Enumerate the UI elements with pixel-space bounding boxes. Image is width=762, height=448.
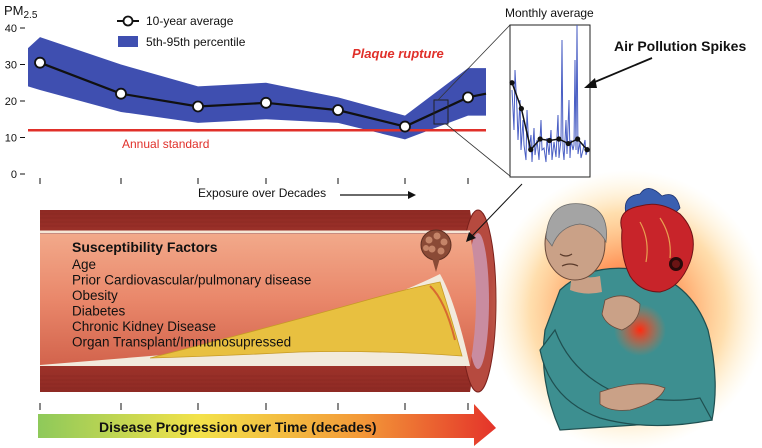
rupture-crack <box>429 285 456 341</box>
rupture-arrow <box>471 183 523 237</box>
average-point <box>192 100 204 113</box>
y-axis-label: PM2.5 <box>4 3 38 21</box>
x-arrow-head-icon <box>408 191 416 199</box>
y-axis: 0 10 20 30 40 <box>5 23 25 181</box>
annual-standard-label: Annual standard <box>122 137 209 151</box>
legend-band-swatch <box>118 36 138 47</box>
legend-label-percentile: 5th-95th percentile <box>146 35 246 49</box>
artery-wall-texture <box>40 213 470 389</box>
monthly-inset: Monthly average <box>505 6 594 178</box>
inset-point <box>528 147 534 153</box>
timeline-label: Disease Progression over Time (decades) <box>99 419 377 435</box>
spikes-arrow-head-icon <box>584 78 597 88</box>
arm <box>539 328 713 427</box>
x-axis <box>39 178 469 184</box>
legend-label-average: 10-year average <box>146 14 234 28</box>
susceptibility-factor: Diabetes <box>72 304 126 319</box>
mouth <box>561 263 579 267</box>
plaque-core <box>149 281 463 359</box>
y-tick-label: 40 <box>5 23 17 35</box>
hand-lower <box>599 383 666 411</box>
timeline-ticks <box>39 403 469 410</box>
inset-point <box>518 106 524 112</box>
inset-point <box>556 136 562 142</box>
y-tick-label: 10 <box>5 133 17 145</box>
heart-icon <box>620 188 694 293</box>
inset-point <box>584 147 590 153</box>
susceptibility-heading: Susceptibility Factors <box>72 239 218 255</box>
y-tick-label: 30 <box>5 60 17 72</box>
hand-chest <box>601 295 641 331</box>
susceptibility-factor: Obesity <box>72 288 118 303</box>
clot-icon <box>420 229 452 272</box>
legend-marker-icon <box>122 15 134 27</box>
inset-point <box>565 140 571 147</box>
plaque-rupture-annotation: Plaque rupture <box>352 46 444 61</box>
y-tick-label: 0 <box>11 169 17 181</box>
rupture-arrow-head-icon <box>466 232 476 242</box>
timeline: Disease Progression over Time (decades) <box>38 403 496 446</box>
inset-average-points <box>509 80 590 153</box>
average-point <box>332 104 344 117</box>
susceptibility-factor: Organ Transplant/Immunosupressed <box>72 335 291 350</box>
inset-point <box>509 80 515 86</box>
eyes <box>559 253 573 257</box>
average-point <box>260 96 272 109</box>
spikes-arrow <box>589 57 653 85</box>
inset-point <box>575 136 581 142</box>
inset-noise-trace <box>511 24 590 163</box>
zoom-connector-top <box>437 24 511 101</box>
average-line <box>39 61 487 128</box>
susceptibility-factor: Age <box>72 257 96 272</box>
percentile-band <box>28 37 486 140</box>
average-point <box>34 56 46 69</box>
legend: 10-year average 5th-95th percentile <box>117 14 246 49</box>
zoom-box <box>433 99 449 125</box>
average-point <box>115 87 127 100</box>
timeline-arrow <box>38 404 496 446</box>
susceptibility-factor: Chronic Kidney Disease <box>72 319 216 334</box>
average-point <box>399 120 411 133</box>
zoom-connector-bottom <box>445 123 511 177</box>
inset-point <box>546 137 553 144</box>
y-tick-label: 20 <box>5 96 17 108</box>
pm25-chart: PM2.5 0 10 20 30 40 Annual standard Plaque r… <box>4 3 511 200</box>
average-points <box>34 56 474 133</box>
hair <box>545 203 607 247</box>
susceptibility-factor: Prior Cardiovascular/pulmonary disease <box>72 273 311 288</box>
air-pollution-spikes-label: Air Pollution Spikes <box>614 38 746 54</box>
inset-title: Monthly average <box>505 6 594 20</box>
inset-point <box>537 136 543 142</box>
x-axis-label: Exposure over Decades <box>198 186 326 200</box>
heart-attack-illustration <box>488 170 762 448</box>
average-point <box>462 91 474 104</box>
